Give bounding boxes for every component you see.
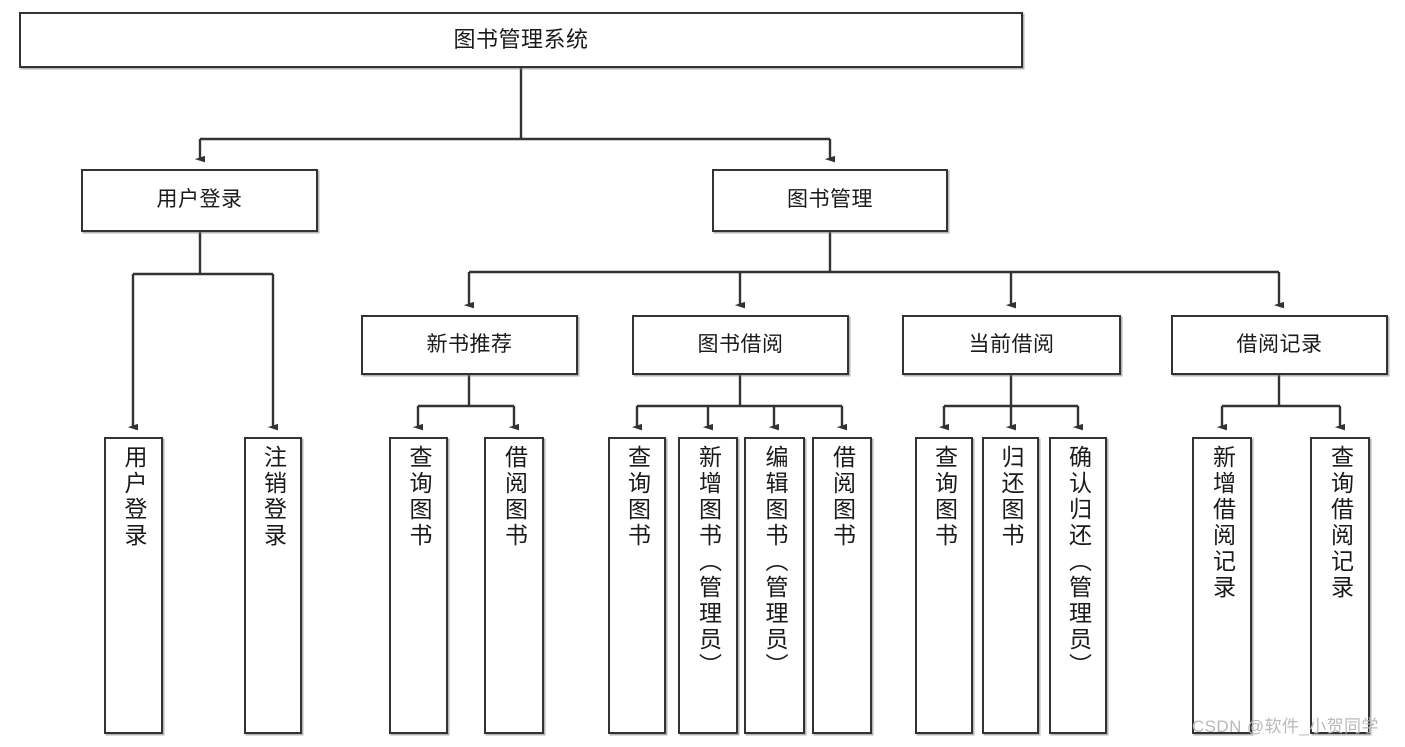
node-borrow-record-label: 借阅记录	[1236, 332, 1323, 356]
node-leaf-add-book[interactable]: 新增图书（管理员）	[678, 437, 738, 734]
node-leaf-borrow-book-2-label: 借阅图书	[829, 445, 856, 549]
node-current-borrow-label: 当前借阅	[968, 332, 1055, 356]
node-leaf-add-book-label: 新增图书（管理员）	[695, 445, 722, 679]
node-book-borrow-label: 图书借阅	[697, 332, 784, 356]
node-leaf-return-book[interactable]: 归还图书	[982, 437, 1039, 734]
node-leaf-query-book-3[interactable]: 查询图书	[915, 437, 973, 734]
node-leaf-query-book-3-label: 查询图书	[931, 445, 958, 549]
node-leaf-logout-label: 注销登录	[260, 445, 287, 549]
node-book-manage-label: 图书管理	[787, 188, 873, 212]
node-leaf-edit-book[interactable]: 编辑图书（管理员）	[744, 437, 805, 734]
node-leaf-query-record[interactable]: 查询借阅记录	[1310, 437, 1370, 734]
node-borrow-record[interactable]: 借阅记录	[1171, 315, 1388, 375]
node-leaf-add-record-label: 新增借阅记录	[1209, 445, 1236, 601]
node-leaf-borrow-book-1[interactable]: 借阅图书	[484, 437, 544, 734]
node-leaf-query-book-2[interactable]: 查询图书	[608, 437, 666, 734]
node-leaf-confirm-return-label: 确认归还（管理员）	[1065, 445, 1092, 679]
node-root[interactable]: 图书管理系统	[19, 12, 1023, 68]
node-leaf-query-book-1[interactable]: 查询图书	[389, 437, 448, 734]
node-leaf-borrow-book-2[interactable]: 借阅图书	[812, 437, 872, 734]
node-new-book-recommend[interactable]: 新书推荐	[361, 315, 578, 375]
node-user-login[interactable]: 用户登录	[81, 169, 318, 232]
watermark: CSDN @软件_小贺同学	[1192, 717, 1379, 736]
node-current-borrow[interactable]: 当前借阅	[902, 315, 1121, 375]
node-leaf-edit-book-label: 编辑图书（管理员）	[762, 445, 788, 679]
node-leaf-return-book-label: 归还图书	[998, 445, 1024, 549]
node-book-borrow[interactable]: 图书借阅	[632, 315, 849, 375]
node-leaf-logout[interactable]: 注销登录	[244, 437, 302, 734]
node-root-label: 图书管理系统	[453, 27, 589, 53]
node-leaf-user-login[interactable]: 用户登录	[104, 437, 163, 734]
node-user-login-label: 用户登录	[156, 188, 243, 212]
node-leaf-confirm-return[interactable]: 确认归还（管理员）	[1049, 437, 1107, 734]
node-leaf-add-record[interactable]: 新增借阅记录	[1192, 437, 1252, 734]
node-leaf-query-book-2-label: 查询图书	[624, 445, 651, 549]
node-leaf-borrow-book-1-label: 借阅图书	[501, 445, 528, 549]
node-book-manage[interactable]: 图书管理	[712, 169, 948, 232]
node-leaf-query-record-label: 查询借阅记录	[1327, 445, 1354, 601]
node-leaf-query-book-1-label: 查询图书	[406, 445, 432, 549]
node-new-book-recommend-label: 新书推荐	[426, 332, 513, 356]
node-leaf-user-login-label: 用户登录	[121, 445, 147, 549]
